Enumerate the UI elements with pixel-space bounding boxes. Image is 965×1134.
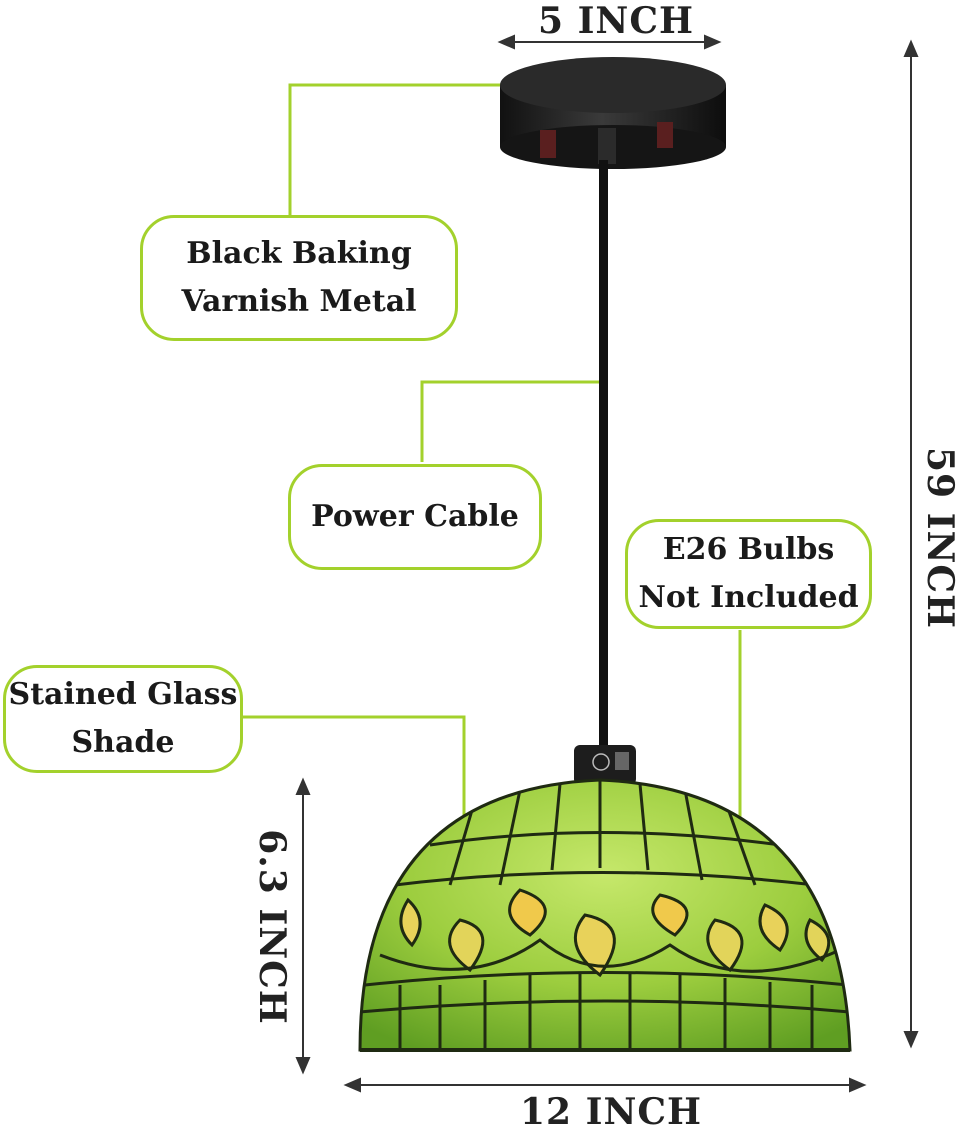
callout-glass-shade: Stained Glass Shade [3, 665, 243, 773]
leader-cable [420, 380, 600, 462]
canopy-width-label: 5 INCH [538, 0, 694, 42]
stained-glass-dome [358, 778, 852, 1052]
lamp-socket [574, 745, 636, 785]
callout-power-cable: Power Cable [288, 464, 542, 570]
callout-bulb-text: E26 Bulbs Not Included [638, 532, 859, 615]
dimension-arrows [295, 34, 919, 1093]
shade-width-label: 12 INCH [520, 1091, 703, 1133]
leader-lines [243, 83, 742, 838]
callout-canopy-text: Black Baking Varnish Metal [181, 236, 417, 319]
callout-cable-text: Power Cable [311, 499, 519, 534]
callout-bulb-note: E26 Bulbs Not Included [625, 519, 872, 629]
leader-shade [243, 715, 466, 838]
power-cable [599, 160, 608, 760]
leader-canopy [288, 83, 505, 215]
total-height-label: 59 INCH [919, 446, 961, 630]
ceiling-canopy [500, 57, 726, 169]
callout-canopy-material: Black Baking Varnish Metal [140, 215, 458, 341]
callout-shade-text: Stained Glass Shade [8, 677, 238, 760]
shade-height-label: 6.3 INCH [251, 829, 293, 1025]
